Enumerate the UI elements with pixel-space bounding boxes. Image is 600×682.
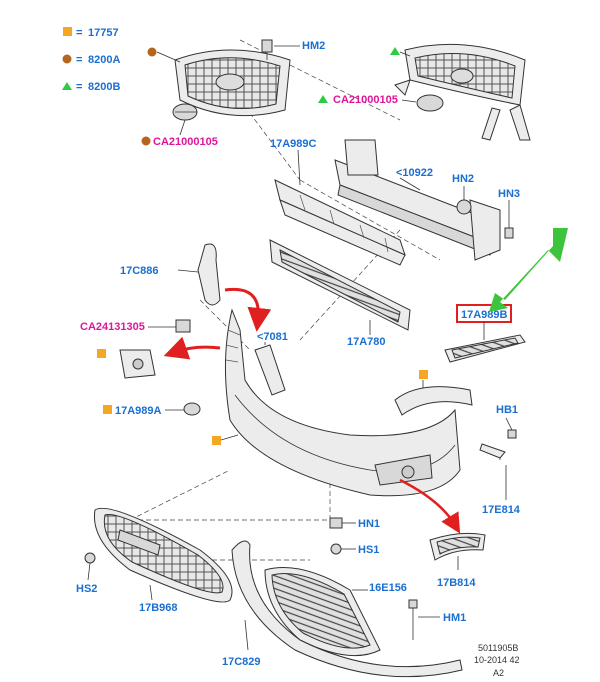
circle-marker-ca bbox=[141, 136, 151, 146]
legend-code-17757: 17757 bbox=[88, 27, 119, 39]
front-bumper-cover bbox=[224, 308, 461, 497]
red-arrow-17b814 bbox=[399, 478, 461, 534]
legend-code-8200b: 8200B bbox=[88, 81, 120, 93]
label-10922: <10922 bbox=[396, 167, 433, 179]
bracket-17e814 bbox=[479, 417, 517, 500]
label-17c829: 17C829 bbox=[222, 656, 261, 668]
fastener-hn3 bbox=[504, 200, 514, 239]
legend-triangle-marker bbox=[62, 82, 72, 90]
fastener-hn2 bbox=[456, 186, 472, 215]
clip-hm2 bbox=[261, 39, 300, 60]
label-17a780: 17A780 bbox=[347, 336, 386, 348]
square-marker-fogbezel bbox=[419, 370, 428, 379]
legend-code-8200a: 8200A bbox=[88, 54, 120, 66]
bumper-beam-10922 bbox=[334, 139, 501, 261]
label-7081: <7081 bbox=[257, 331, 288, 343]
tow-hook-cover bbox=[119, 349, 156, 379]
footer-line-1: 5011905B bbox=[478, 643, 518, 653]
circle-marker-grille bbox=[147, 47, 157, 57]
spoiler-17c829 bbox=[231, 540, 463, 678]
label-hn3: HN3 bbox=[498, 188, 520, 200]
footer-line-3: A2 bbox=[493, 668, 504, 678]
label-hm2: HM2 bbox=[302, 40, 325, 52]
emblem-left bbox=[172, 103, 198, 121]
upper-grille-left bbox=[147, 47, 291, 117]
label-17c886: 17C886 bbox=[120, 265, 159, 277]
label-17b814: 17B814 bbox=[437, 577, 476, 589]
part-7081 bbox=[254, 342, 286, 396]
label-17a989c: 17A989C bbox=[270, 138, 317, 150]
fastener-hm1 bbox=[408, 599, 440, 640]
label-hn2: HN2 bbox=[452, 173, 474, 185]
side-bracket-17c886 bbox=[177, 243, 221, 306]
red-arrow-bracket bbox=[224, 287, 272, 332]
legend: = 17757 = 8200A = 8200B bbox=[62, 27, 120, 93]
label-17a989b: 17A989B bbox=[461, 309, 508, 321]
label-17b968: 17B968 bbox=[139, 602, 178, 614]
part-17a989b bbox=[444, 322, 526, 363]
red-arrow-towcover bbox=[163, 336, 221, 360]
cap-17a989a bbox=[165, 402, 201, 416]
legend-eq-3: = bbox=[76, 81, 82, 93]
lower-grille-17b968 bbox=[93, 507, 233, 603]
square-marker-17a989a bbox=[103, 405, 112, 414]
lower-grille-16e156 bbox=[264, 567, 381, 657]
legend-square-marker bbox=[63, 27, 72, 36]
part-17b814 bbox=[429, 532, 486, 570]
square-marker-towcover bbox=[97, 349, 106, 358]
label-16e156: 16E156 bbox=[369, 582, 407, 594]
label-17e814: 17E814 bbox=[482, 504, 521, 516]
label-hs2: HS2 bbox=[76, 583, 97, 595]
fastener-hn1 bbox=[329, 517, 356, 529]
label-hm1: HM1 bbox=[443, 612, 466, 624]
legend-circle-marker bbox=[62, 54, 72, 64]
fastener-hs2 bbox=[84, 552, 96, 581]
triangle-marker-grille bbox=[390, 47, 400, 55]
legend-eq-2: = bbox=[76, 54, 82, 66]
fog-lamp-bezel bbox=[394, 380, 473, 416]
label-ca21000105-left: CA21000105 bbox=[153, 136, 218, 148]
label-ca21000105-right: CA21000105 bbox=[333, 94, 398, 106]
footer-line-2: 10-2014 42 bbox=[474, 655, 520, 665]
label-17a989a: 17A989A bbox=[115, 405, 162, 417]
legend-eq-1: = bbox=[76, 27, 82, 39]
label-hn1: HN1 bbox=[358, 518, 380, 530]
upper-bracket-17a989c bbox=[274, 149, 406, 266]
lower-bracket-17a780 bbox=[269, 239, 411, 335]
label-ca24131305: CA24131305 bbox=[80, 321, 145, 333]
emblem-right bbox=[318, 94, 444, 112]
square-marker-bumper bbox=[212, 436, 221, 445]
upper-grille-right bbox=[390, 43, 531, 141]
clip-ca24131305 bbox=[148, 319, 191, 333]
label-hs1: HS1 bbox=[358, 544, 379, 556]
triangle-marker-ca bbox=[318, 95, 328, 103]
label-hb1: HB1 bbox=[496, 404, 518, 416]
green-arrow-pointer bbox=[489, 228, 568, 312]
fastener-hs1 bbox=[330, 543, 356, 555]
